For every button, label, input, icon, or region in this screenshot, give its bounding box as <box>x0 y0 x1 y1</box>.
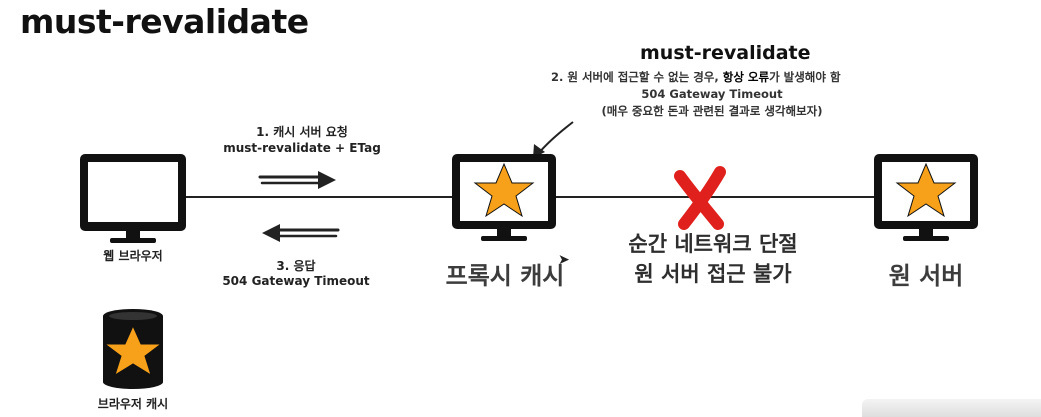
star-icon <box>103 324 163 377</box>
annotation-heading: must-revalidate <box>640 42 811 64</box>
mouse-cursor-icon: ➤ <box>558 252 570 268</box>
browser-monitor-icon <box>80 154 186 243</box>
request-headers-label: must-revalidate + ETag <box>223 141 381 155</box>
origin-unreachable-label: 원 서버 접근 불가 <box>634 262 792 286</box>
origin-server-label: 원 서버 <box>888 262 964 290</box>
video-overlay-thumbnail <box>862 399 1041 417</box>
browser-cache-label: 브라우저 캐시 <box>97 397 169 411</box>
network-disconnect-label: 순간 네트워크 단절 <box>628 232 798 256</box>
annotation-line-2: 504 Gateway Timeout <box>641 87 783 101</box>
proxy-cache-monitor-icon <box>452 154 556 241</box>
browser-label: 웹 브라우저 <box>103 249 163 263</box>
request-step-label: 1. 캐시 서버 요청 <box>256 125 348 139</box>
page-title: must-revalidate <box>20 2 309 41</box>
disconnect-cross-icon <box>674 166 726 230</box>
annotation-line-1-emphasis: 항상 오류 <box>722 70 770 84</box>
annotation-line-1-text: 2. 원 서버에 접근할 수 없는 경우, <box>551 70 723 84</box>
star-icon <box>473 162 535 218</box>
browser-cache-database-icon <box>103 309 163 389</box>
annotation-line-3: (매우 중요한 돈과 관련된 결과로 생각해보자) <box>601 104 823 118</box>
response-status-label: 504 Gateway Timeout <box>222 274 370 288</box>
origin-server-monitor-icon <box>874 154 978 241</box>
response-step-label: 3. 응답 <box>276 259 316 273</box>
annotation-line-1-suffix: 가 발생해야 함 <box>769 70 841 84</box>
star-icon <box>895 162 957 218</box>
response-arrow <box>262 224 340 242</box>
request-arrow <box>258 171 336 189</box>
annotation-pointer-arrow <box>533 121 574 158</box>
proxy-cache-label: 프록시 캐시 <box>445 262 565 290</box>
annotation-line-1: 2. 원 서버에 접근할 수 없는 경우, 항상 오류가 발생해야 함 <box>551 69 841 85</box>
